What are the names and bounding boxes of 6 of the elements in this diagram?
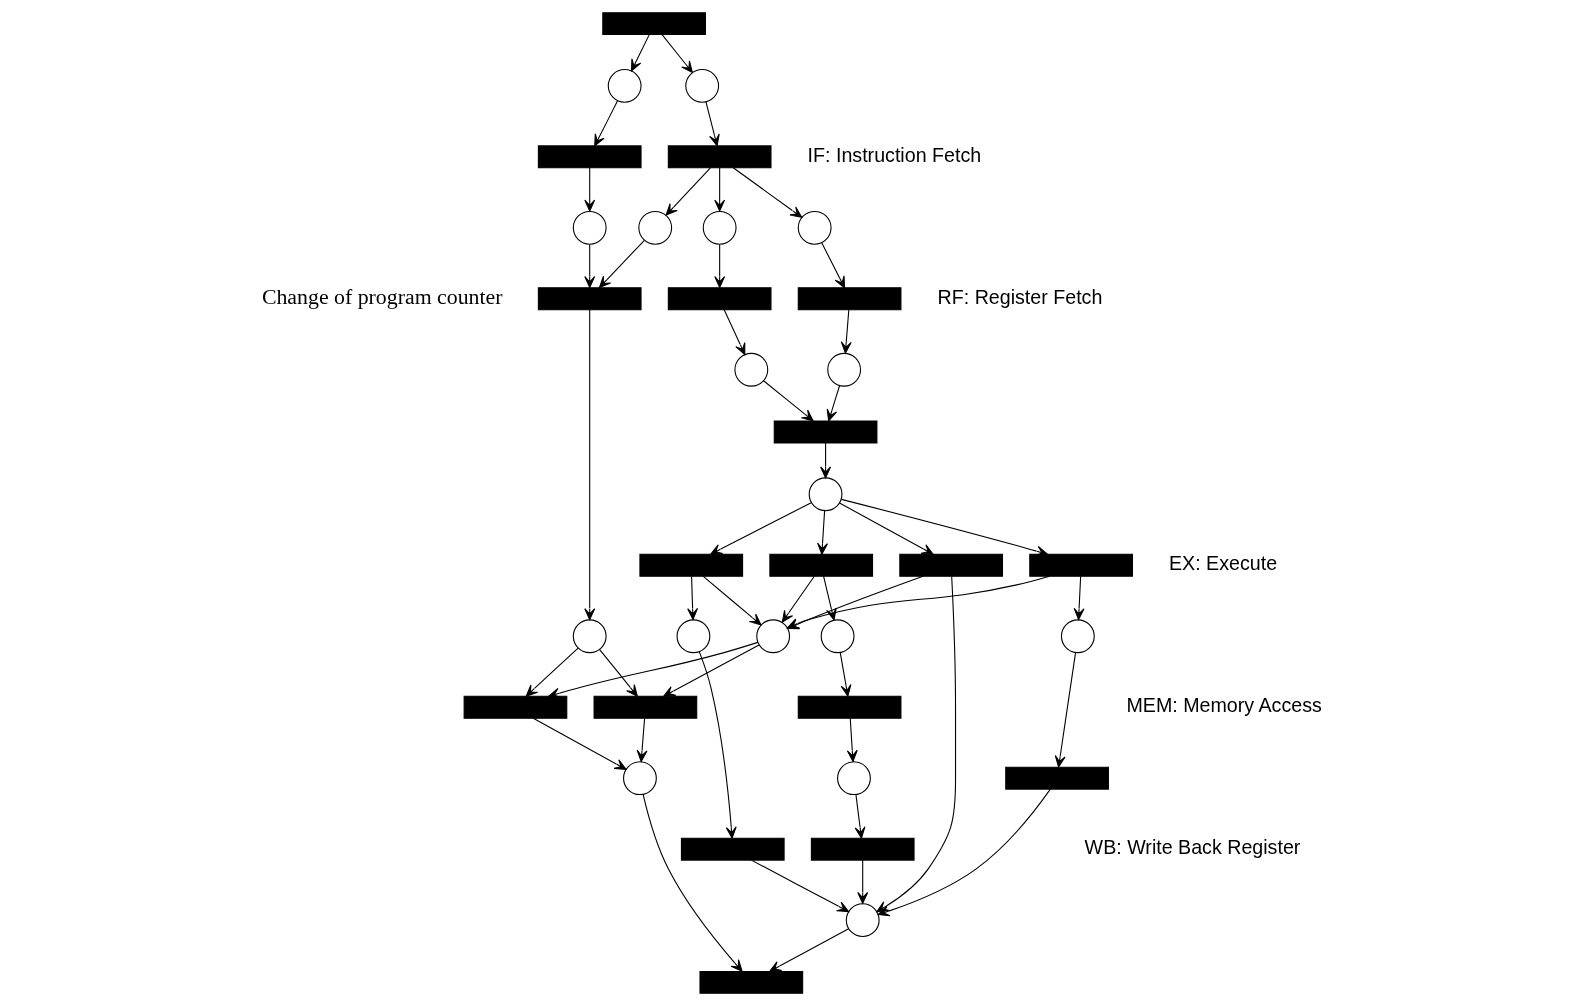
label: MEM: Memory Access [1125,694,1322,717]
label: IF: Instruction Fetch [807,143,981,166]
label: Change of program counter [261,285,503,310]
label: RF: Register Fetch [937,285,1102,308]
label: EX: Execute [1168,552,1277,575]
label: WB: Write Back Register [1084,835,1300,858]
